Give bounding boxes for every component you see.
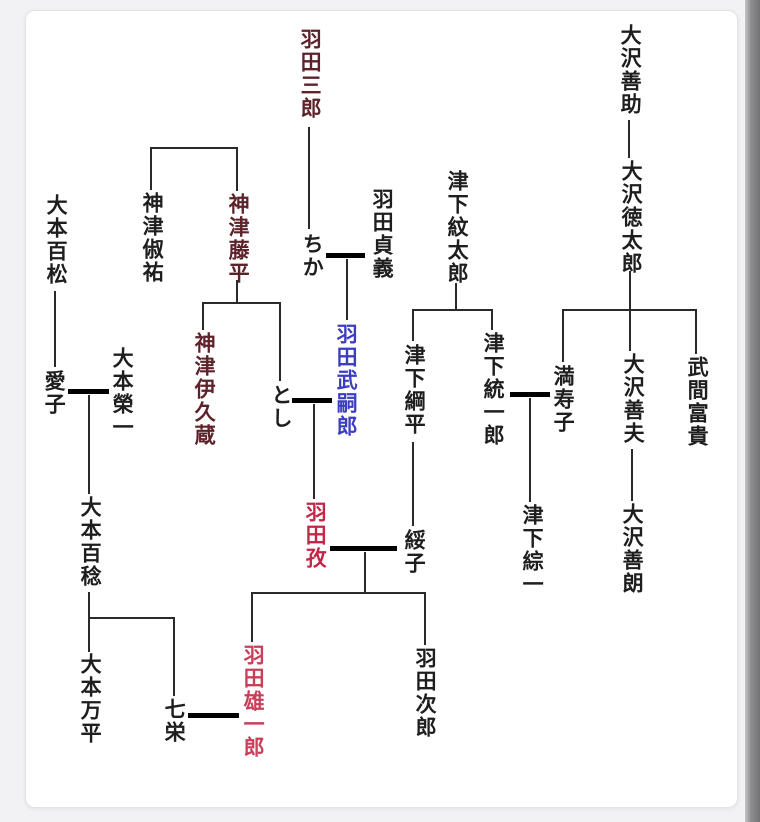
person-name: 大本榮一 [110, 347, 134, 439]
tree-connector [236, 148, 238, 191]
tree-node-osawa-zensuke: 大沢善助 [615, 24, 643, 116]
tree-connector [455, 283, 457, 310]
tree-node-haneda-saburo: 羽田三郎 [295, 28, 323, 120]
tree-connector [88, 617, 175, 619]
tree-node-haneda-yuichiro: 羽田雄一郎 [238, 644, 266, 759]
tree-node-chika: ちか [297, 233, 325, 279]
person-name: 七栄 [162, 698, 186, 744]
tree-node-masuko: 満寿子 [548, 365, 576, 434]
person-name: とし [269, 384, 293, 430]
tree-node-aiko: 愛子 [39, 370, 67, 416]
tree-node-haneda-tsutomu: 羽田孜 [300, 501, 328, 570]
tree-node-kozu-shukusuke: 神津俶祐 [137, 192, 165, 284]
tree-connector [629, 271, 631, 310]
marriage-line [292, 398, 332, 403]
tree-connector [562, 310, 564, 362]
marriage-line [510, 392, 550, 397]
person-name: 津下綱平 [402, 344, 426, 436]
person-name: 大本万平 [78, 653, 102, 745]
tree-node-haneda-sadayoshi: 羽田貞義 [367, 188, 395, 280]
person-name: 津下綜一 [520, 504, 544, 596]
person-name: 津下統一郎 [481, 332, 505, 447]
tree-node-omoto-eiichi: 大本榮一 [107, 347, 135, 439]
tree-node-haneda-jiro: 羽田次郎 [410, 647, 438, 739]
tree-connector [279, 303, 281, 381]
person-name: 神津伊久蔵 [192, 332, 216, 447]
tree-connector [695, 310, 697, 354]
person-name: 羽田貞義 [370, 188, 394, 280]
tree-node-osawa-yoshio: 大沢善夫 [618, 353, 646, 445]
tree-node-omoto-hyakunen: 大本百稔 [75, 496, 103, 588]
tree-connector [251, 593, 253, 642]
person-name: 愛子 [42, 370, 66, 416]
person-name: 羽田雄一郎 [241, 644, 265, 759]
tree-connector [313, 404, 315, 499]
person-name: ちか [300, 233, 324, 279]
tree-connector [629, 310, 631, 351]
tree-connector [424, 593, 426, 645]
tree-node-yasuko: 綏子 [399, 529, 427, 575]
window-edge-strip [745, 0, 760, 822]
tree-connector [412, 309, 493, 311]
person-name: 大沢善朗 [620, 503, 644, 595]
tree-connector [412, 442, 414, 526]
person-name: 武間富貴 [685, 356, 709, 448]
tree-node-haneda-bushiro: 羽田武嗣郎 [331, 323, 359, 438]
tree-node-osawa-tokutaro: 大沢徳太郎 [616, 160, 644, 275]
tree-node-tsuge-montaro: 津下紋太郎 [442, 170, 470, 285]
tree-connector [364, 552, 366, 593]
tree-connector [202, 303, 204, 330]
person-name: 羽田次郎 [413, 647, 437, 739]
tree-connector [628, 120, 630, 158]
tree-connector [54, 291, 56, 367]
person-name: 神津俶祐 [140, 192, 164, 284]
person-name: 大本百松 [44, 194, 68, 286]
tree-node-omoto-manpei: 大本万平 [75, 653, 103, 745]
family-tree-panel [25, 10, 738, 808]
tree-connector [236, 280, 238, 303]
tree-node-osawa-zenro: 大沢善朗 [617, 503, 645, 595]
tree-connector [491, 310, 493, 330]
person-name: 神津藤平 [226, 193, 250, 285]
tree-node-kozu-ikuzo: 神津伊久蔵 [189, 332, 217, 447]
person-name: 大本百稔 [78, 496, 102, 588]
tree-connector [346, 259, 348, 320]
tree-node-tsuge-soichi: 津下綜一 [517, 504, 545, 596]
tree-node-tsuge-tsunahei: 津下綱平 [399, 344, 427, 436]
person-name: 羽田武嗣郎 [334, 323, 358, 438]
person-name: 大沢徳太郎 [619, 160, 643, 275]
person-name: 綏子 [402, 529, 426, 575]
tree-connector [150, 147, 238, 149]
tree-connector [173, 618, 175, 696]
tree-node-kozu-tohei: 神津藤平 [223, 193, 251, 285]
marriage-line [68, 389, 109, 394]
tree-node-takema-fuki: 武間富貴 [682, 356, 710, 448]
tree-connector [412, 310, 414, 341]
tree-connector [88, 592, 90, 652]
marriage-line [188, 713, 239, 718]
tree-node-omoto-hyakumatsu: 大本百松 [41, 194, 69, 286]
tree-connector [150, 148, 152, 190]
tree-node-nanae: 七栄 [159, 698, 187, 744]
tree-connector [529, 398, 531, 502]
person-name: 羽田三郎 [298, 28, 322, 120]
tree-connector [308, 127, 310, 229]
tree-connector [88, 395, 90, 494]
tree-connector [631, 449, 633, 501]
person-name: 大沢善夫 [621, 353, 645, 445]
tree-node-toshi: とし [266, 384, 294, 430]
marriage-line [326, 253, 365, 258]
person-name: 津下紋太郎 [445, 170, 469, 285]
marriage-line [330, 546, 397, 551]
person-name: 羽田孜 [303, 501, 327, 570]
tree-node-tsuge-toichiro: 津下統一郎 [478, 332, 506, 447]
person-name: 大沢善助 [618, 24, 642, 116]
tree-connector [202, 302, 281, 304]
tree-connector [251, 592, 426, 594]
person-name: 満寿子 [551, 365, 575, 434]
